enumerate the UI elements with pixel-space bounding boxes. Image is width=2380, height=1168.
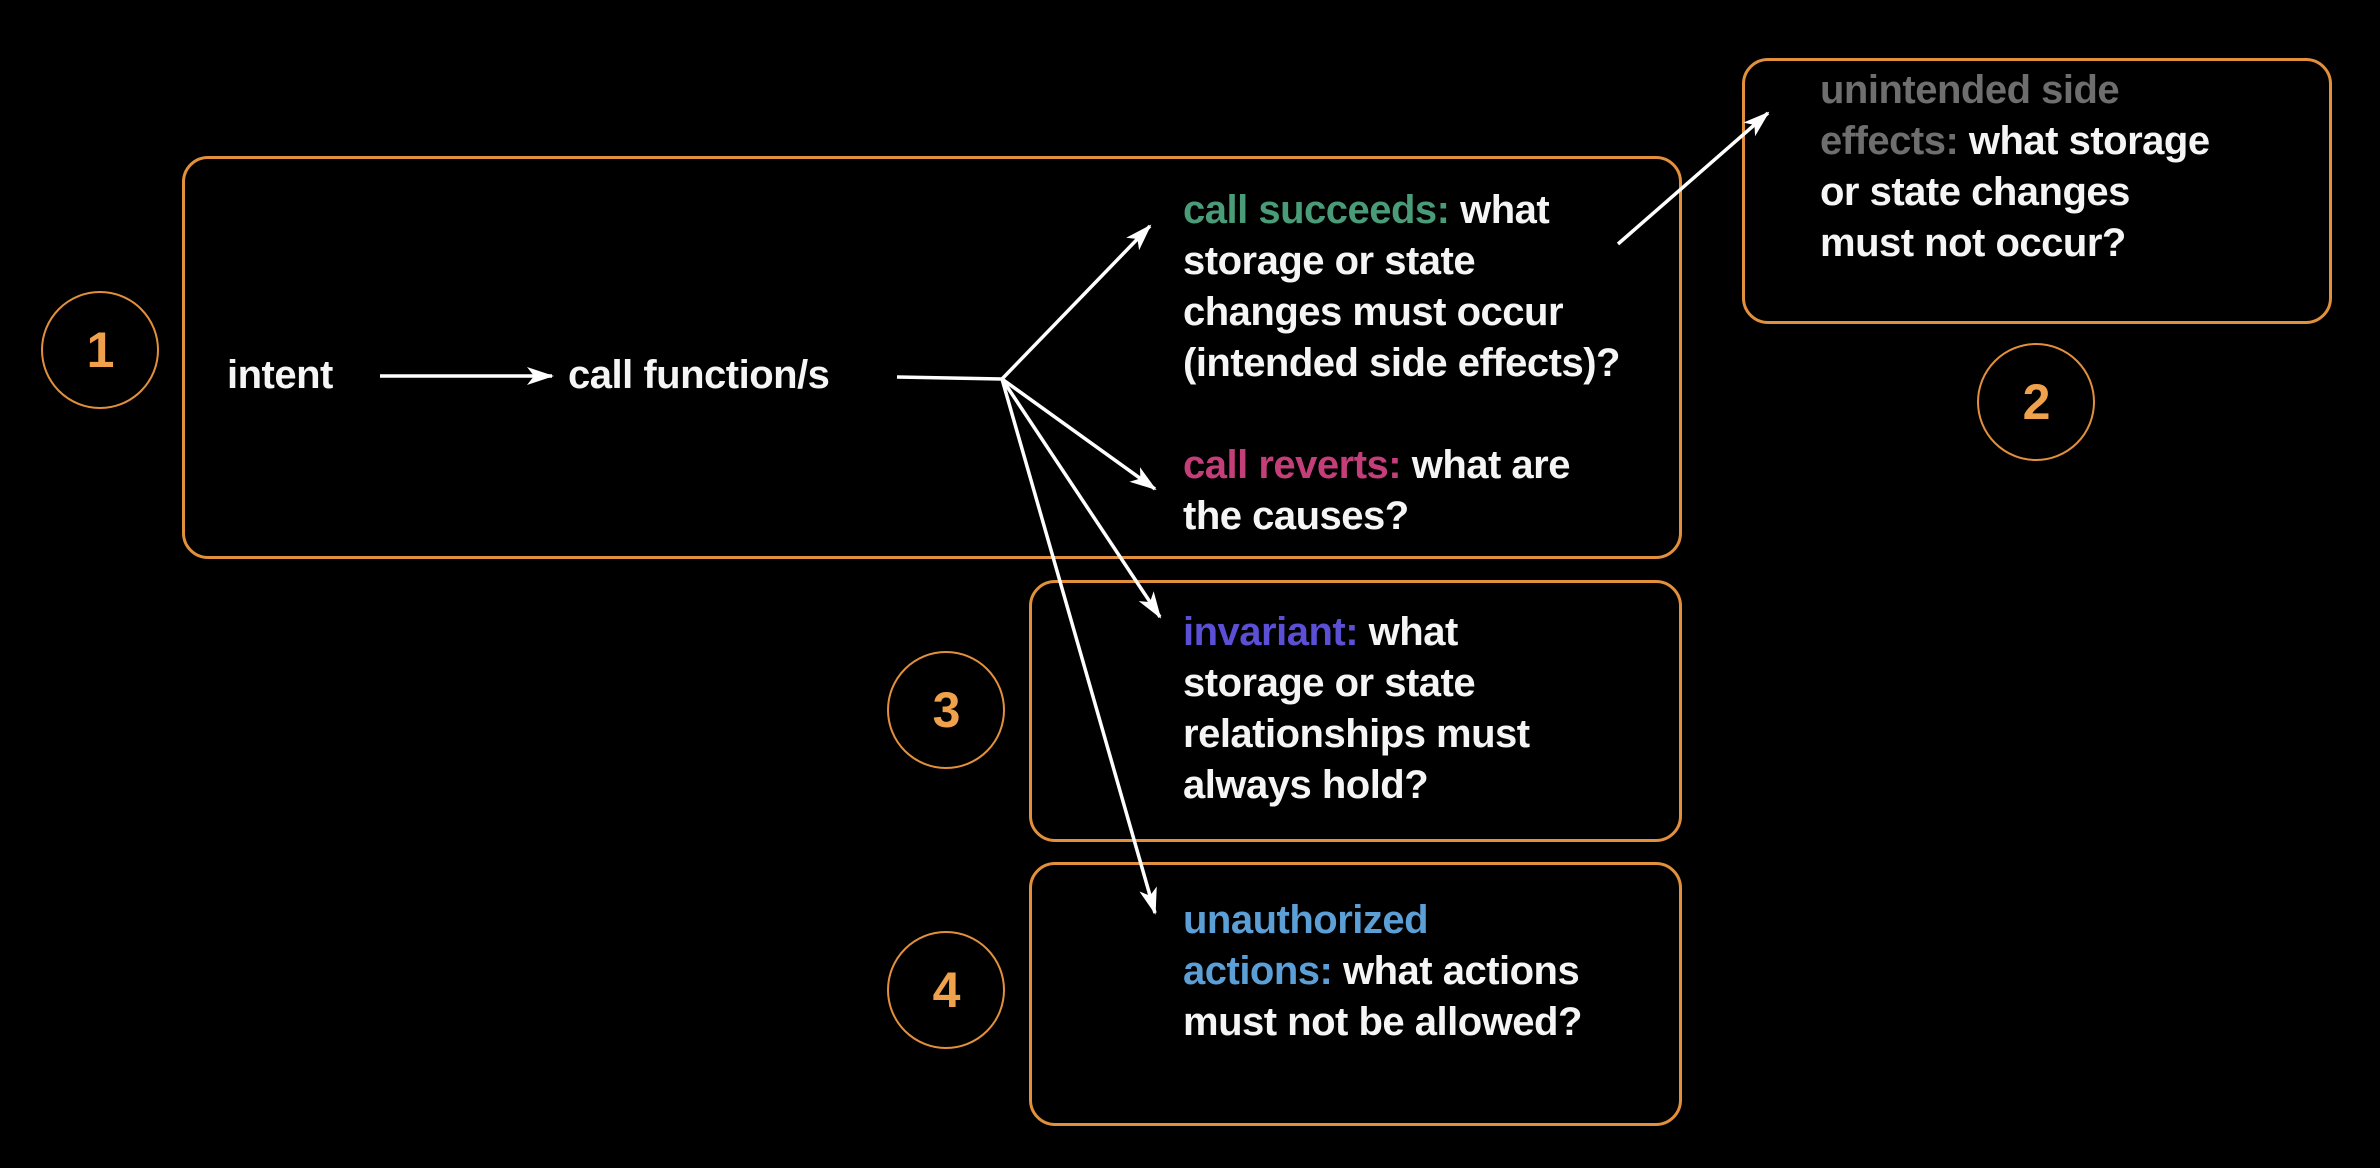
text-segment: must not occur? — [1820, 221, 2126, 265]
text-line: unintended side — [1820, 65, 2210, 116]
text-segment: effects: — [1820, 119, 1959, 163]
text-segment: or state changes — [1820, 170, 2130, 214]
step-number: 2 — [2022, 374, 2051, 430]
step-badge-3: 3 — [887, 651, 1005, 769]
box-intent-flow — [182, 156, 1682, 559]
text-segment: invariant: — [1183, 610, 1359, 654]
text-line: storage or state — [1183, 236, 1620, 287]
text-segment: what actions — [1332, 949, 1580, 993]
text-line: changes must occur — [1183, 287, 1620, 338]
step-number: 4 — [932, 962, 961, 1018]
text-line: (intended side effects)? — [1183, 338, 1620, 389]
text-line: must not occur? — [1820, 218, 2210, 269]
text-line: must not be allowed? — [1183, 997, 1582, 1048]
text-segment: always hold? — [1183, 763, 1429, 807]
text-segment: what storage — [1958, 119, 2210, 163]
text-segment: changes must occur — [1183, 290, 1564, 334]
text-line: unauthorized — [1183, 895, 1582, 946]
step-badge-2: 2 — [1977, 343, 2095, 461]
text-line: storage or state — [1183, 658, 1530, 709]
text-segment: actions: — [1183, 949, 1333, 993]
label-intent: intent — [227, 353, 333, 397]
step-number: 3 — [932, 682, 961, 738]
box-unauthorized-actions — [1029, 862, 1682, 1126]
text-line: the causes? — [1183, 491, 1570, 542]
text-segment: must not be allowed? — [1183, 1000, 1582, 1044]
text-line: or state changes — [1820, 167, 2210, 218]
step-badge-4: 4 — [887, 931, 1005, 1049]
text-segment: (intended side effects)? — [1183, 341, 1620, 385]
text-line: relationships must — [1183, 709, 1530, 760]
text-line: actions: what actions — [1183, 946, 1582, 997]
text-line: call reverts: what are — [1183, 440, 1570, 491]
text-line: invariant: what — [1183, 607, 1530, 658]
label-call-functions: call function/s — [568, 353, 830, 397]
text-segment: unauthorized — [1183, 898, 1429, 942]
text-segment: the causes? — [1183, 494, 1409, 538]
step-badge-1: 1 — [41, 291, 159, 409]
text-segment: what — [1449, 188, 1550, 232]
text-segment: storage or state — [1183, 661, 1476, 705]
text-line: effects: what storage — [1820, 116, 2210, 167]
text-segment: relationships must — [1183, 712, 1530, 756]
text-line: always hold? — [1183, 760, 1530, 811]
text-segment: what — [1358, 610, 1459, 654]
text-segment: unintended side — [1820, 68, 2120, 112]
step-number: 1 — [86, 322, 115, 378]
text-segment: call reverts: — [1183, 443, 1402, 487]
text-segment: call succeeds: — [1183, 188, 1450, 232]
text-segment: storage or state — [1183, 239, 1476, 283]
text-line: call succeeds: what — [1183, 185, 1620, 236]
text-segment: what are — [1401, 443, 1571, 487]
